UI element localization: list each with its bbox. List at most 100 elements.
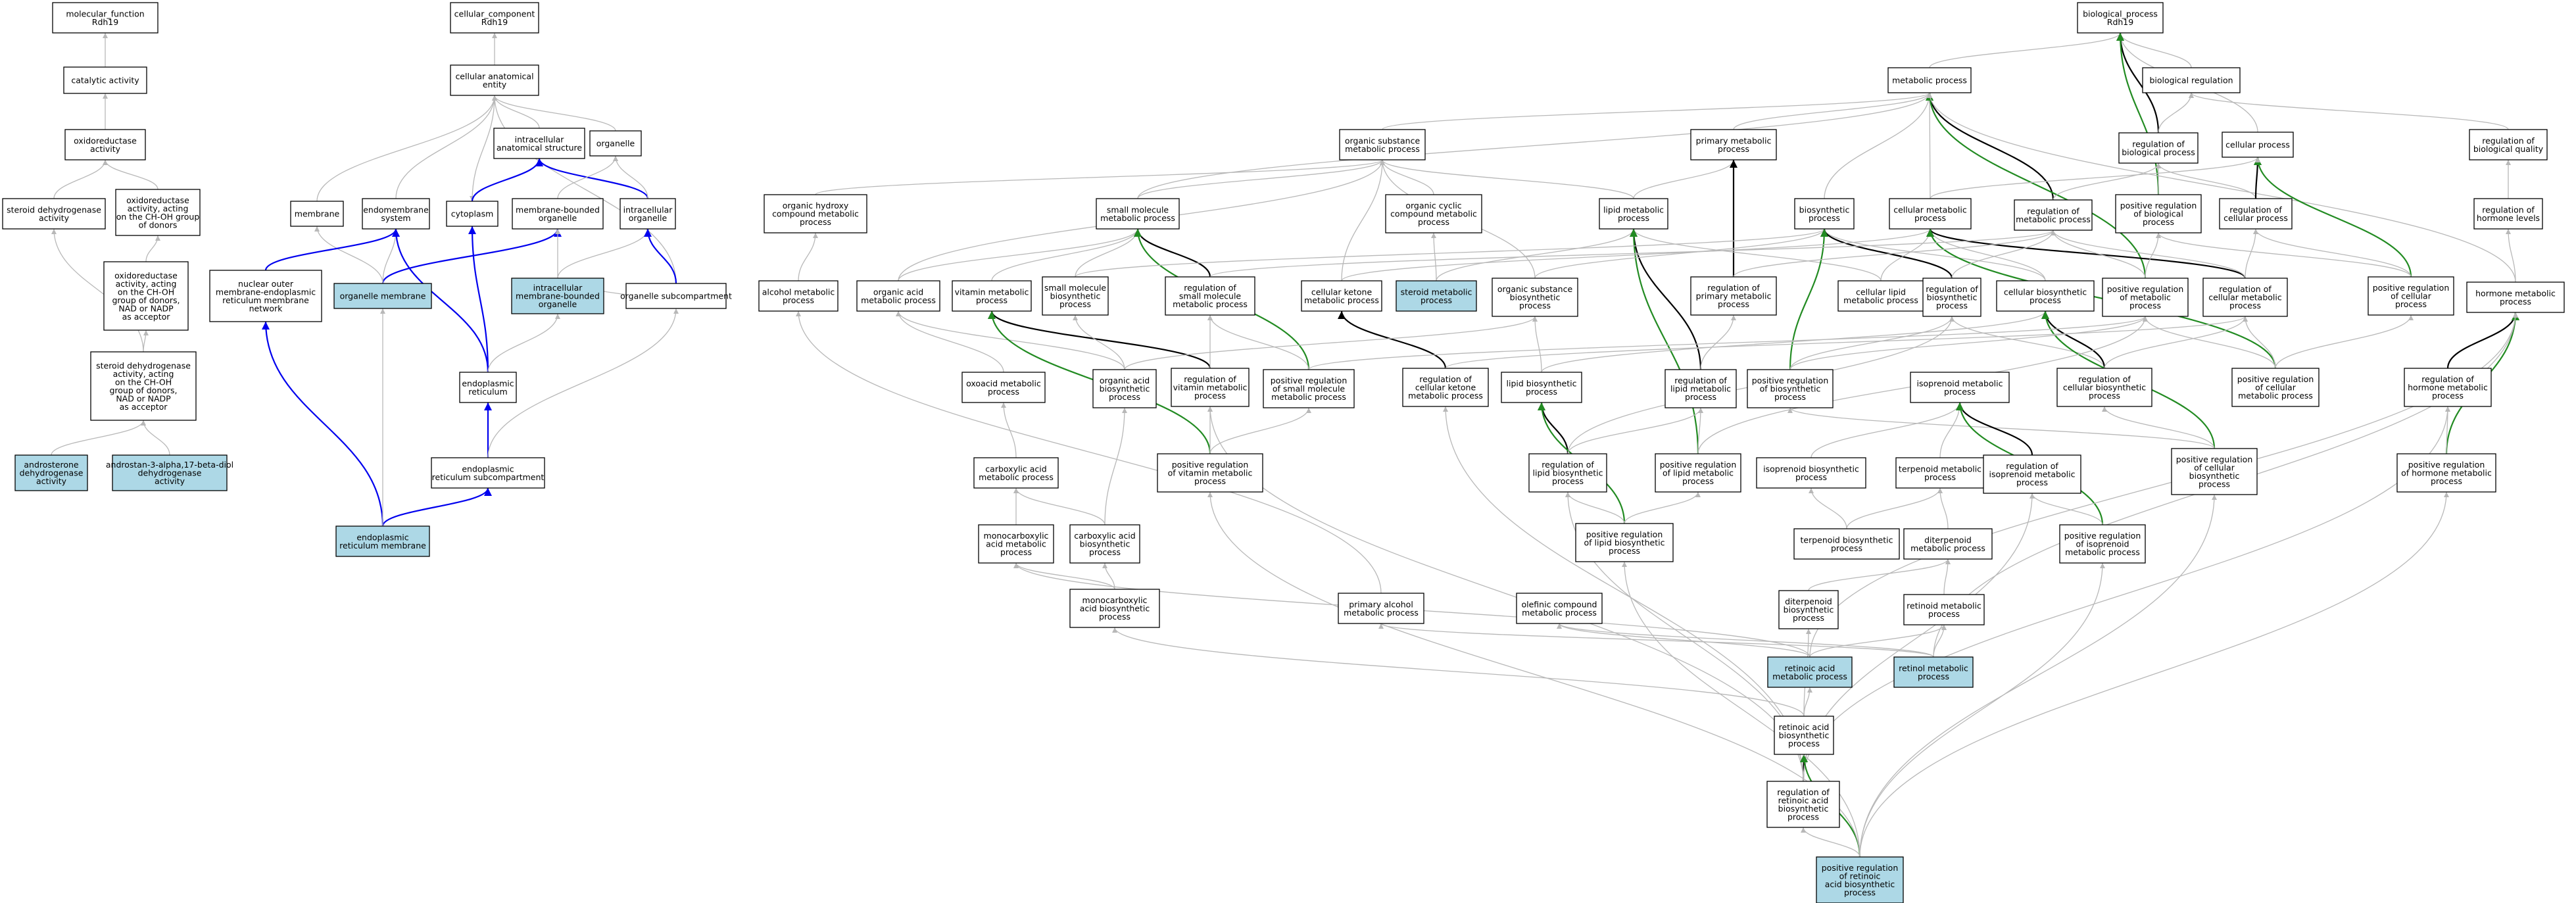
term-node-org-membrane[interactable]: organelle membrane bbox=[333, 283, 432, 309]
term-node-bio-reg[interactable]: biological regulation bbox=[2142, 67, 2241, 93]
term-node-catalytic[interactable]: catalytic activity bbox=[63, 66, 147, 94]
term-node-membrane[interactable]: membrane bbox=[290, 201, 344, 227]
edge-is-a-ias-to-cae bbox=[492, 95, 540, 129]
term-node-org-subcomp[interactable]: organelle subcompartment bbox=[620, 283, 732, 309]
term-node-cytoplasm[interactable]: cytoplasm bbox=[446, 201, 498, 227]
term-node-organelle[interactable]: organelle bbox=[589, 130, 642, 157]
term-node-cellular-process[interactable]: cellular process bbox=[2222, 132, 2294, 158]
term-box bbox=[2, 198, 106, 230]
term-box bbox=[2219, 198, 2293, 230]
term-node-metabolic[interactable]: metabolic process bbox=[1887, 67, 1972, 93]
